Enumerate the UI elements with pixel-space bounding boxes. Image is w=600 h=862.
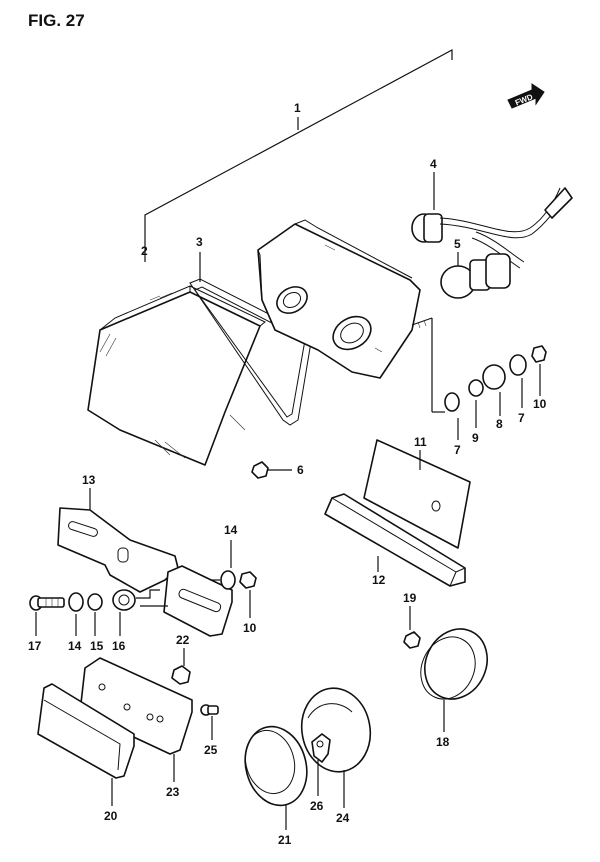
side-reflector-housing-24 [300, 687, 372, 773]
callout-labels: 1 2 3 4 5 6 7 7 8 9 10 10 11 12 13 14 14… [28, 101, 547, 847]
callout-10a: 10 [533, 397, 547, 411]
collar-9 [468, 379, 484, 397]
callout-14a: 14 [224, 523, 238, 537]
callout-12: 12 [372, 573, 386, 587]
mounting-hardware-stack [431, 318, 547, 413]
washer-7a [444, 392, 460, 412]
callout-17: 17 [28, 639, 42, 653]
washer-14b [220, 570, 236, 590]
nut-22 [171, 665, 191, 685]
callout-7a: 7 [454, 443, 461, 457]
callout-26: 26 [310, 799, 324, 813]
cushion-8 [482, 364, 506, 390]
figure-title: FIG. 27 [28, 11, 85, 30]
screw-25 [200, 704, 219, 716]
bolt-17 [29, 595, 65, 611]
rubber-strip [324, 493, 466, 587]
assembly-bracket [144, 48, 453, 262]
callout-14b: 14 [68, 639, 82, 653]
callout-25: 25 [204, 743, 218, 757]
callout-4: 4 [430, 157, 437, 171]
collar-15 [87, 593, 103, 611]
callout-16: 16 [112, 639, 126, 653]
callout-13: 13 [82, 473, 96, 487]
license-bracket [57, 507, 179, 593]
callout-22: 22 [176, 633, 190, 647]
callout-1: 1 [294, 101, 301, 115]
callout-23: 23 [166, 785, 180, 799]
callout-18: 18 [436, 735, 450, 749]
callout-24: 24 [336, 811, 350, 825]
callout-9: 9 [472, 431, 479, 445]
bulb-socket-with-wiring [411, 187, 573, 269]
license-plate-bracket [363, 439, 471, 549]
callout-7b: 7 [518, 411, 525, 425]
forward-direction-arrow-icon: FWD [507, 83, 545, 109]
bulb [440, 253, 511, 299]
side-reflector-18 [420, 628, 488, 700]
fwd-label: FWD [514, 92, 534, 107]
nut-10b [239, 571, 257, 589]
tail-light-housing [257, 219, 433, 379]
callout-2: 2 [141, 244, 148, 258]
washer-7b [509, 354, 527, 376]
nut-10a [531, 345, 547, 363]
callout-8: 8 [496, 417, 503, 431]
callout-11: 11 [414, 435, 427, 449]
callout-3: 3 [196, 235, 203, 249]
washer-14a [68, 592, 84, 612]
callout-5: 5 [454, 237, 461, 251]
grommet-16 [112, 589, 136, 611]
callout-19: 19 [403, 591, 417, 605]
bracket-side-plate [163, 565, 233, 637]
tail-light-lens [87, 285, 266, 466]
callout-leaders [35, 172, 541, 830]
nut-19 [403, 631, 421, 649]
callout-10b: 10 [243, 621, 257, 635]
callout-15: 15 [90, 639, 104, 653]
rear-reflector [37, 683, 135, 779]
housing-nut [251, 461, 292, 479]
callout-20: 20 [104, 809, 118, 823]
callout-6: 6 [297, 463, 304, 477]
side-reflector-21 [244, 725, 308, 807]
callout-21: 21 [278, 833, 292, 847]
reflector-bracket-26 [311, 733, 331, 763]
